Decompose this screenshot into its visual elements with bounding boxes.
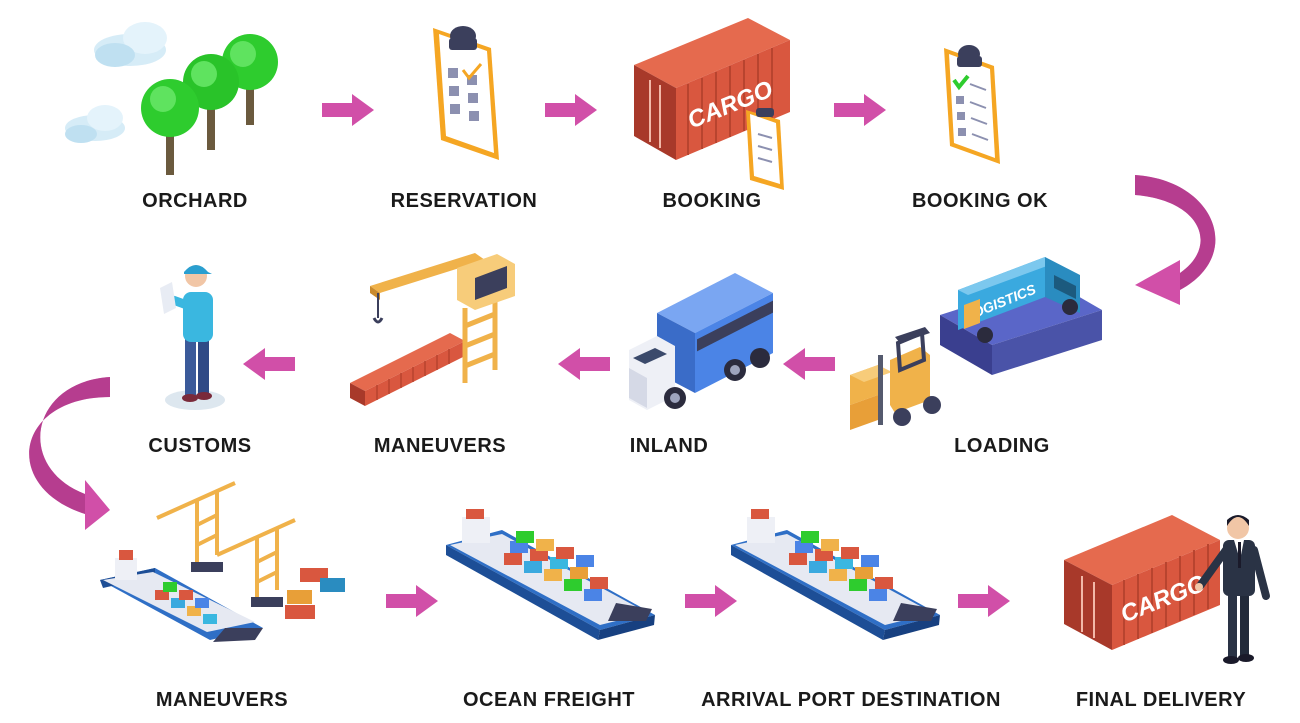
curved-arrow-icon — [1135, 175, 1216, 305]
curved-arrow-icon — [29, 377, 111, 530]
step-label-reservation: RESERVATION — [390, 190, 538, 212]
businessman-container-icon: CARGO — [1064, 515, 1270, 664]
left-arrow-icon — [558, 348, 610, 380]
cargo-boxes — [350, 333, 465, 406]
container-ship-icon — [731, 509, 940, 640]
step-label-maneuvers: MANEUVERS — [373, 435, 507, 457]
logistics-truck-forklift-icon: LOGISTICS — [850, 257, 1102, 430]
right-arrow-icon — [958, 585, 1010, 617]
clipboard-icon — [433, 26, 499, 160]
customs-officer-icon — [160, 265, 225, 410]
crane-icon — [350, 253, 515, 406]
port-cranes-ship-icon — [100, 481, 345, 642]
step-label-booking-ok: BOOKING OK — [911, 190, 1049, 212]
right-arrow-icon — [322, 94, 374, 126]
right-arrow-icon — [834, 94, 886, 126]
right-arrow-icon — [545, 94, 597, 126]
businessman-icon — [1195, 515, 1270, 664]
cargo-container-icon: CARGO — [634, 18, 790, 190]
left-arrow-icon — [783, 348, 835, 380]
step-label-loading: LOADING — [954, 435, 1050, 457]
truck-icon — [629, 273, 773, 410]
cargo-boxes — [285, 568, 345, 619]
right-arrow-icon — [386, 585, 438, 617]
step-label-inland: INLAND — [629, 435, 709, 457]
container-ship-icon — [446, 509, 655, 640]
step-label-ocean-freight: OCEAN FREIGHT — [462, 689, 636, 711]
step-label-orchard: ORCHARD — [142, 190, 248, 212]
cloud-icon — [94, 22, 167, 67]
step-label-maneuvers: MANEUVERS — [155, 689, 289, 711]
right-arrow-icon — [685, 585, 737, 617]
trees-icon — [65, 22, 278, 175]
left-arrow-icon — [243, 348, 295, 380]
forklift-icon — [850, 327, 941, 430]
step-label-booking: BOOKING — [662, 190, 762, 212]
clipboard-icon — [746, 108, 784, 190]
step-label-final-delivery: FINAL DELIVERY — [1075, 689, 1247, 711]
step-label-arrival-port: ARRIVAL PORT DESTINATION — [701, 689, 1001, 711]
cloud-icon — [65, 105, 125, 143]
step-label-customs: CUSTOMS — [148, 435, 252, 457]
checklist-icon — [944, 45, 1000, 164]
